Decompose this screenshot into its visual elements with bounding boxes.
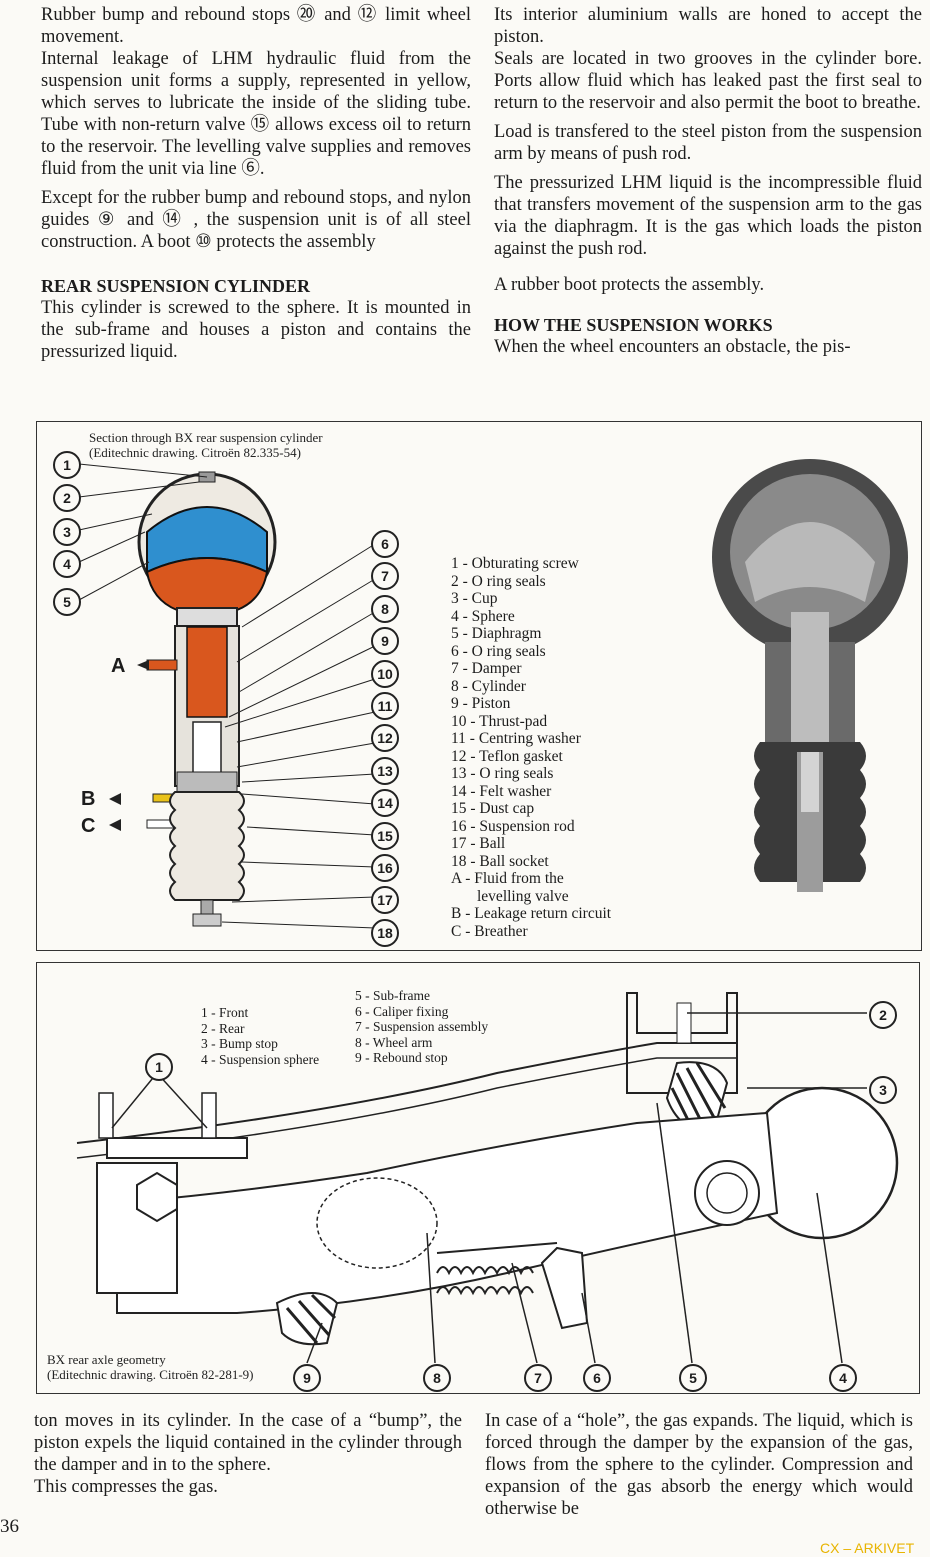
legend-item: 4 - Suspension sphere [201,1051,320,1067]
legend-item: 4 - Sphere [451,607,515,625]
legend-item: 2 - O ring seals [451,572,546,590]
legend-item: 18 - Ball socket [451,852,549,870]
callout-number: 5 [679,1364,707,1392]
legend-item: 8 - Wheel arm [355,1034,433,1050]
suspension-cylinder-figure: Section through BX rear suspension cylin… [36,421,922,951]
callout-number: 3 [869,1076,897,1104]
callout-number: 18 [371,918,399,947]
paragraph: Its interior aluminium walls are honed t… [494,5,922,47]
paragraph: The pressurized LHM liquid is the incomp… [494,173,922,259]
legend-item: 10 - Thrust-pad [451,712,548,730]
paragraph: Except for the rubber bump and rebound s… [41,188,471,252]
callout-number: 8 [371,594,399,623]
paragraph: Rubber bump and rebound stops ⑳ and ⑫ li… [41,5,471,47]
callout-number: 5 [53,588,81,616]
legend-item: 12 - Teflon gasket [451,747,563,765]
callout-number: 11 [371,692,399,720]
callout-number: 8 [423,1364,451,1392]
page-number: 36 [0,1516,19,1537]
text-column-2: Its interior aluminium walls are honed t… [494,4,922,358]
callout-number: 17 [371,886,399,915]
section-heading: HOW THE SUSPENSION WORKS [494,315,773,335]
cutaway-illustration [712,459,908,892]
legend-item: 6 - Caliper fixing [355,1003,449,1019]
callout-number: 6 [583,1364,611,1392]
legend-item: C - Breather [451,922,528,940]
legend-item: 7 - Damper [451,660,522,677]
callout-number: 2 [869,1001,897,1029]
paragraph: A rubber boot protects the assembly. [494,275,765,295]
text-column-1: Rubber bump and rebound stops ⑳ and ⑫ li… [41,4,471,363]
figure-caption: Section through BX rear suspension cylin… [89,430,323,460]
callout-number: 3 [53,518,81,546]
legend-item: 13 - O ring seals [451,765,554,782]
callout-number: 7 [371,562,399,591]
legend-item: 5 - Diaphragm [451,625,542,642]
paragraph: In case of a “hole”, the gas expands. Th… [485,1411,913,1519]
paragraph: Load is transfered to the steel piston f… [494,122,922,164]
callout-number: 1 [53,451,81,479]
legend-item: 5 - Sub-frame [355,988,430,1003]
legend-item: levelling valve [477,887,569,905]
legend-item: 3 - Cup [451,590,498,607]
callout-number: 4 [829,1364,857,1392]
callout-number: 10 [371,659,399,688]
legend-item: B - Leakage return circuit [451,905,612,922]
callout-number: 13 [371,756,399,785]
callout-number: 14 [371,789,399,818]
paragraph: Internal leakage of LHM hydraulic fluid … [41,49,471,179]
callout-number: 4 [53,550,81,578]
legend-item: 9 - Piston [451,695,511,712]
legend-item: 14 - Felt washer [451,782,552,800]
callout-number: 7 [524,1364,552,1392]
cylinder-section-drawing [78,463,376,929]
legend-item: A - Fluid from the [451,870,564,887]
text-column-4: In case of a “hole”, the gas expands. Th… [485,1410,913,1520]
callout-number: 12 [371,724,399,753]
legend-item: 2 - Rear [201,1020,245,1036]
legend-item: 9 - Rebound stop [355,1050,448,1065]
legend-item: 11 - Centring washer [451,730,581,747]
legend-item: 1 - Front [201,1005,249,1020]
callout-number: 9 [371,627,399,656]
paragraph: When the wheel encounters an obstacle, t… [494,337,851,357]
legend-item: 15 - Dust cap [451,800,535,817]
section-heading: REAR SUSPENSION CYLINDER [41,276,311,296]
legend-item: 17 - Ball [451,835,506,852]
callout-number: 15 [371,821,399,850]
legend-item: 7 - Suspension assembly [355,1019,489,1034]
callout-number: 16 [371,854,399,882]
figure-caption: BX rear axle geometry (Editechnic drawin… [47,1352,254,1382]
watermark: CX – ARKIVET [820,1540,915,1556]
text-column-3: ton moves in its cylinder. In the case o… [34,1410,462,1498]
port-label: C [81,815,96,837]
paragraph: This cylinder is screwed to the sphere. … [41,298,471,362]
callout-number: 1 [145,1053,173,1081]
callout-number: 2 [53,484,81,512]
paragraph: This compresses the gas. [34,1477,218,1497]
callout-number: 9 [293,1364,321,1392]
port-label: A [111,655,126,677]
rear-axle-drawing [76,992,899,1364]
port-label: B [81,788,96,810]
paragraph: Seals are located in two grooves in the … [494,49,922,113]
legend-item: 8 - Cylinder [451,677,526,695]
legend-item: 3 - Bump stop [201,1036,278,1051]
legend-item: 16 - Suspension rod [451,817,575,835]
paragraph: ton moves in its cylinder. In the case o… [34,1411,462,1475]
legend-item: 6 - O ring seals [451,642,546,660]
legend-item: 1 - Obturating screw [451,555,579,572]
callout-number: 6 [371,530,399,558]
